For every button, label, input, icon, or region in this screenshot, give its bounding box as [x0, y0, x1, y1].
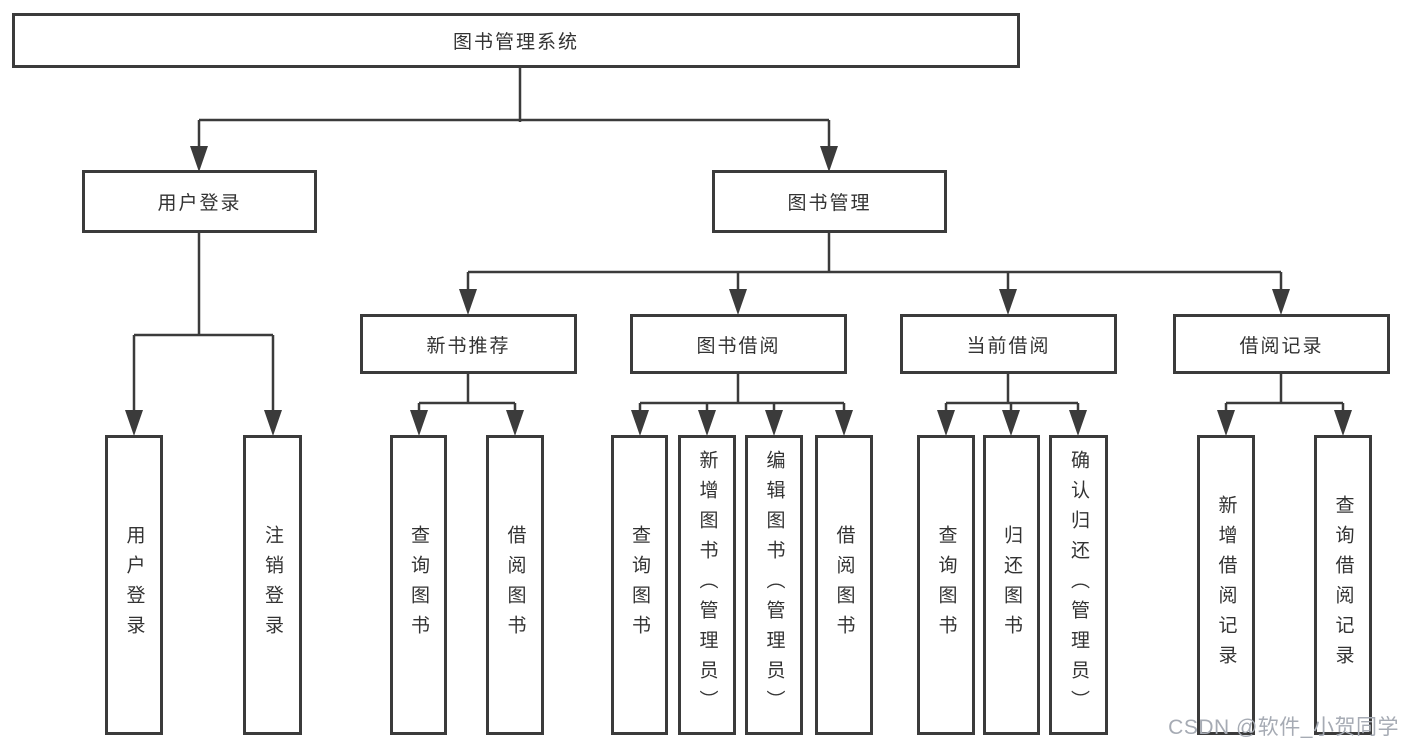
- node-leaf-logout: 注销登录: [243, 435, 302, 735]
- node-label: 用户登录: [157, 193, 242, 214]
- node-leaf-add-borrow-record: 新增借阅记录: [1197, 435, 1255, 735]
- node-user-login: 用户登录: [82, 170, 317, 233]
- node-leaf-return-books: 归还图书: [983, 435, 1040, 735]
- node-label: 查询图书: [935, 525, 957, 645]
- node-current-borrowing: 当前借阅: [900, 314, 1117, 374]
- node-leaf-add-books-admin: 新增图书（管理员）: [678, 435, 736, 735]
- node-label: 注销登录: [262, 525, 283, 645]
- node-label: 图书借阅: [696, 335, 781, 357]
- node-label: 查询图书: [629, 525, 650, 645]
- node-leaf-borrow-books-2: 借阅图书: [815, 435, 873, 735]
- node-label: 归还图书: [1001, 525, 1022, 645]
- node-leaf-query-borrow-record: 查询借阅记录: [1314, 435, 1372, 735]
- node-label: 图书管理: [787, 193, 872, 214]
- node-new-book-recommendation: 新书推荐: [360, 314, 577, 374]
- node-book-borrowing: 图书借阅: [630, 314, 847, 374]
- node-label: 新增借阅记录: [1215, 495, 1237, 675]
- node-label: 借阅记录: [1239, 335, 1324, 357]
- node-label: 图书管理系统: [452, 32, 579, 53]
- node-library-management-system: 图书管理系统: [12, 13, 1020, 68]
- node-borrowing-records: 借阅记录: [1173, 314, 1390, 374]
- node-label: 新增图书（管理员）: [696, 450, 718, 720]
- node-label: 当前借阅: [966, 335, 1051, 357]
- node-leaf-confirm-return-admin: 确认归还（管理员）: [1049, 435, 1108, 735]
- node-label: 查询借阅记录: [1332, 495, 1354, 675]
- node-label: 新书推荐: [426, 335, 511, 357]
- node-leaf-query-books-1: 查询图书: [390, 435, 447, 735]
- node-leaf-user-login: 用户登录: [105, 435, 163, 735]
- node-label: 借阅图书: [833, 525, 855, 645]
- csdn-watermark: CSDN @软件_小贺同学: [1168, 716, 1399, 739]
- node-book-management: 图书管理: [712, 170, 947, 233]
- node-leaf-borrow-books-1: 借阅图书: [486, 435, 544, 735]
- node-label: 确认归还（管理员）: [1068, 450, 1089, 720]
- node-leaf-query-books-2: 查询图书: [611, 435, 668, 735]
- node-leaf-edit-books-admin: 编辑图书（管理员）: [745, 435, 803, 735]
- node-label: 查询图书: [408, 525, 429, 645]
- node-label: 用户登录: [123, 525, 145, 645]
- node-leaf-query-books-3: 查询图书: [917, 435, 975, 735]
- node-label: 借阅图书: [504, 525, 526, 645]
- node-label: 编辑图书（管理员）: [763, 450, 785, 720]
